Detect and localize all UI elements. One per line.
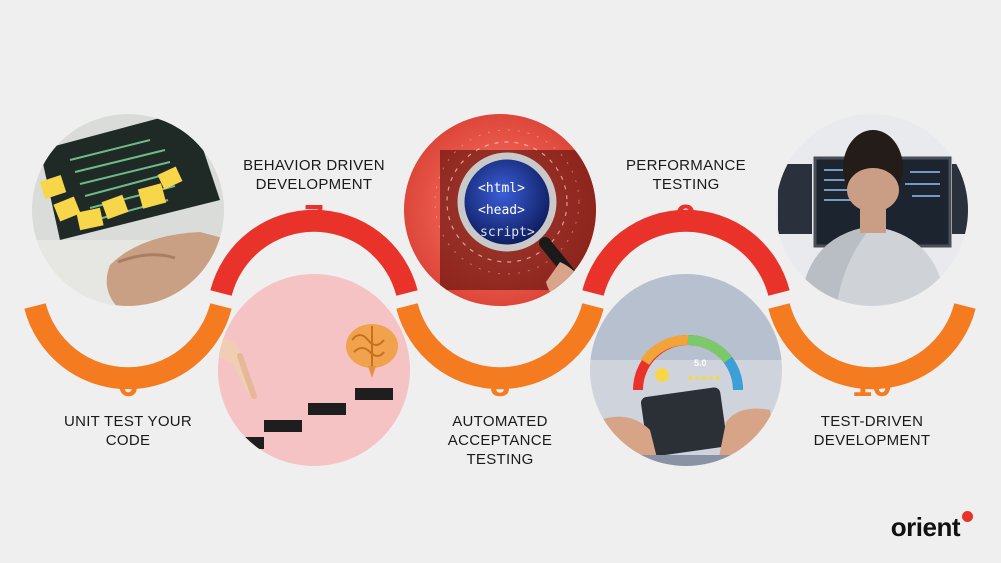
- arc-red-2: [210, 209, 418, 296]
- arc-orange-1: [24, 303, 232, 390]
- step-8-label: AUTOMATED ACCEPTANCE TESTING: [410, 412, 590, 469]
- step-9-number: 9: [675, 197, 697, 238]
- step-10-label: TEST-DRIVEN DEVELOPMENT: [782, 412, 962, 450]
- step-9-label-line2: TESTING: [652, 176, 720, 193]
- step-7-number: 7: [303, 197, 325, 238]
- step-8-label-line2: ACCEPTANCE: [447, 432, 553, 449]
- logo-dot-icon: [962, 511, 973, 522]
- orient-logo: orient: [891, 511, 973, 543]
- orient-logo-text: orient: [890, 512, 961, 542]
- step-7-label: BEHAVIOR DRIVEN DEVELOPMENT: [214, 156, 414, 194]
- arc-orange-3: [396, 303, 604, 390]
- arc-orange-5: [768, 303, 976, 390]
- rating-value: 5.0: [694, 358, 707, 368]
- step-8-number: 8: [489, 363, 511, 404]
- step-7-label-line1: BEHAVIOR DRIVEN: [243, 157, 385, 174]
- photo-code-sticky-notes: [32, 114, 224, 306]
- photo-rating-gauge: 5.0: [590, 274, 782, 466]
- photo-magnifier-html: <html> <head> script>: [404, 114, 596, 306]
- arc-red-4: [582, 209, 790, 296]
- step-6-label-line1: UNIT TEST YOUR: [63, 413, 193, 430]
- step-6-label: UNIT TEST YOUR CODE: [40, 412, 216, 450]
- step-8-label-line1: AUTOMATED: [452, 413, 548, 430]
- step-10-number: 10: [851, 363, 893, 404]
- magnifier-tag-head: <head>: [478, 203, 525, 218]
- step-9-label: PERFORMANCE TESTING: [596, 156, 776, 194]
- step-10-label-line1: TEST-DRIVEN: [820, 413, 924, 430]
- step-8-label-line3: TESTING: [466, 451, 534, 468]
- photo-developer-monitors: [776, 114, 968, 306]
- step-10-label-line2: DEVELOPMENT: [813, 432, 931, 449]
- magnifier-tag-html: <html>: [478, 181, 525, 196]
- step-6-number: 6: [117, 363, 139, 404]
- step-6-label-line2: CODE: [105, 432, 151, 449]
- magnifier-tag-script: script>: [480, 225, 535, 240]
- photo-brain-stairs: [218, 274, 410, 466]
- step-9-label-line1: PERFORMANCE: [626, 157, 746, 174]
- step-7-label-line2: DEVELOPMENT: [255, 176, 373, 193]
